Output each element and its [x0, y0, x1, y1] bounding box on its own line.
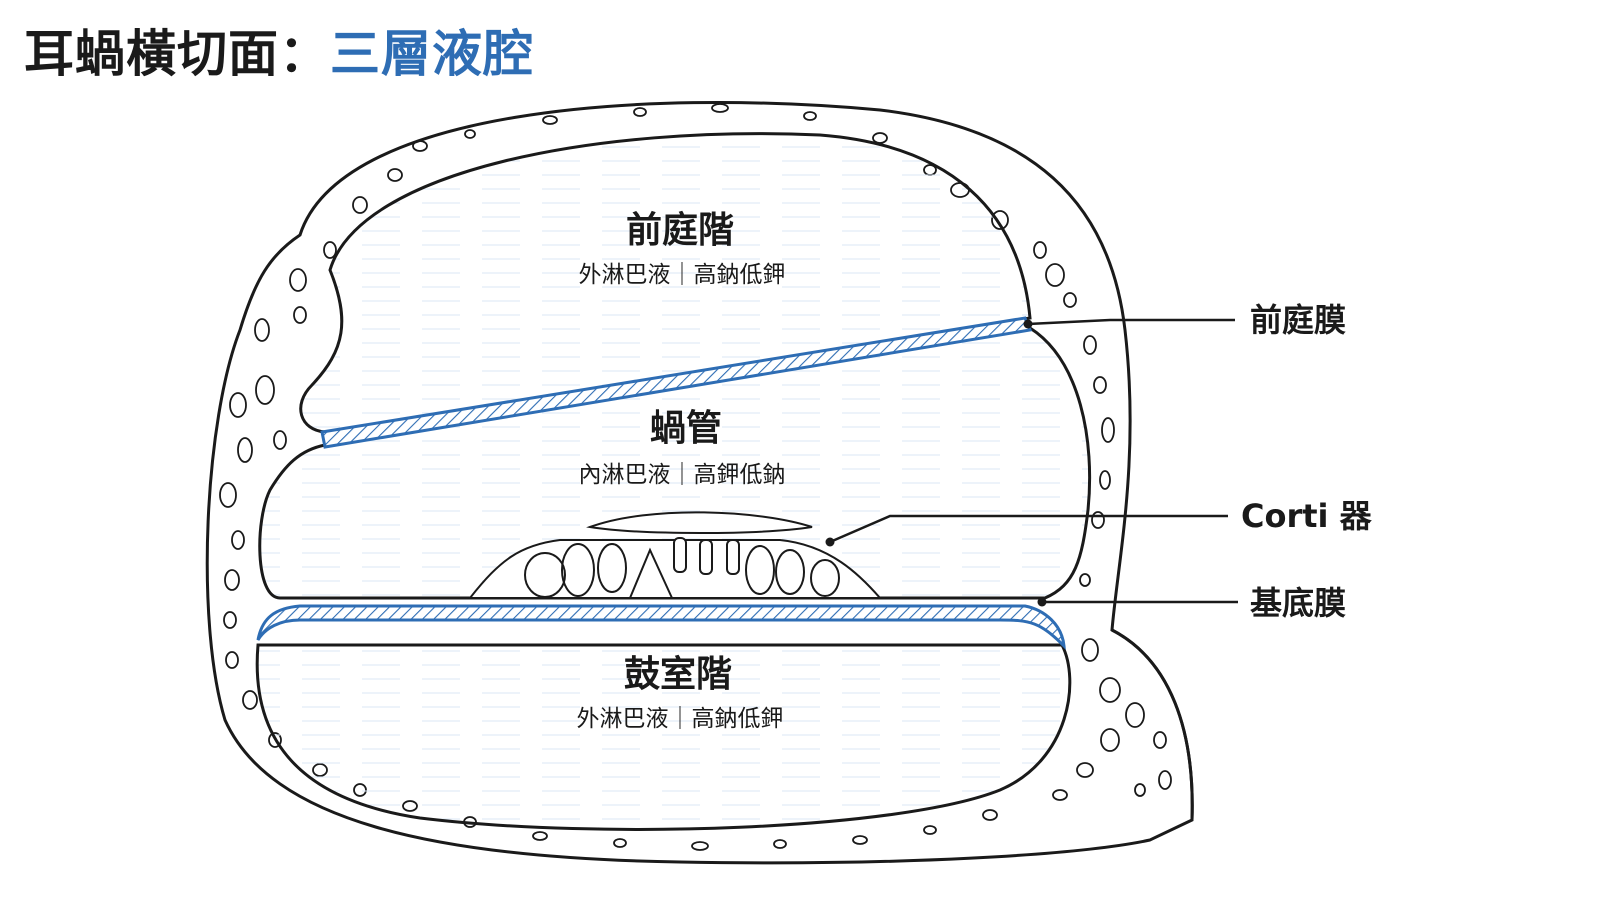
scala-vestibuli-fluid: 外淋巴液｜高鈉低鉀 [579, 262, 786, 288]
scala-vestibuli-name: 前庭階 [626, 210, 734, 251]
cochlear-duct-fluid: 內淋巴液｜高鉀低鈉 [579, 462, 786, 488]
corti-dot [825, 537, 835, 547]
scala-tympani-cavity [255, 643, 1072, 831]
basilar-membrane [256, 604, 1066, 651]
callout-corti: Corti 器 [1241, 497, 1373, 535]
cochlear-duct-cavity [258, 326, 1092, 600]
organ-of-corti [467, 511, 883, 599]
scala-tympani-fluid: 外淋巴液｜高鈉低鉀 [577, 706, 784, 732]
cochlear-duct-name: 蝸管 [650, 408, 722, 449]
outer-tail [1111, 628, 1194, 821]
title-main: 耳蝸橫切面： [24, 25, 330, 83]
reissners-membrane [320, 316, 1033, 449]
reissner-dot [1023, 319, 1033, 329]
basilar-dot [1037, 597, 1047, 607]
callout-reissner: 前庭膜 [1250, 301, 1346, 339]
scala-tympani-name: 鼓室階 [624, 654, 732, 695]
scala-vestibuli-cavity [299, 132, 1032, 434]
callout-lines [829, 318, 1238, 604]
page-title: 耳蝸橫切面：三層液腔 [24, 14, 534, 86]
callout-basilar: 基底膜 [1250, 584, 1346, 622]
title-accent: 三層液腔 [330, 25, 534, 83]
